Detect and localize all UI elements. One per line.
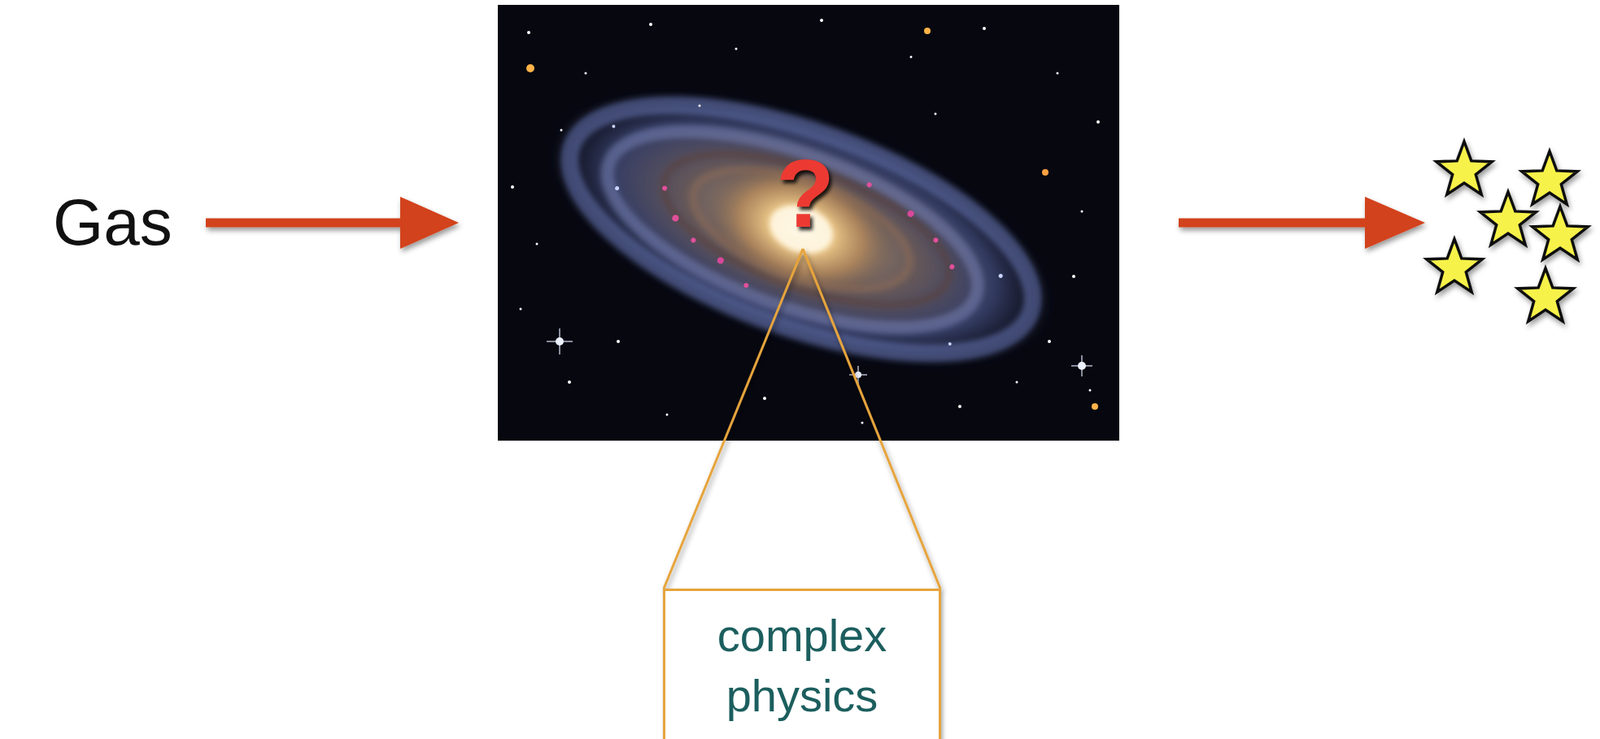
callout-text: complex physics [665, 605, 939, 728]
output-arrow [1178, 196, 1426, 249]
input-arrow [205, 196, 459, 249]
input-label: Gas [52, 185, 173, 261]
question-mark: ? [776, 145, 835, 242]
callout-lines [663, 248, 941, 589]
star-cluster [1426, 141, 1588, 322]
galaxy-image [497, 4, 1120, 441]
callout-box: complex physics [662, 588, 942, 739]
